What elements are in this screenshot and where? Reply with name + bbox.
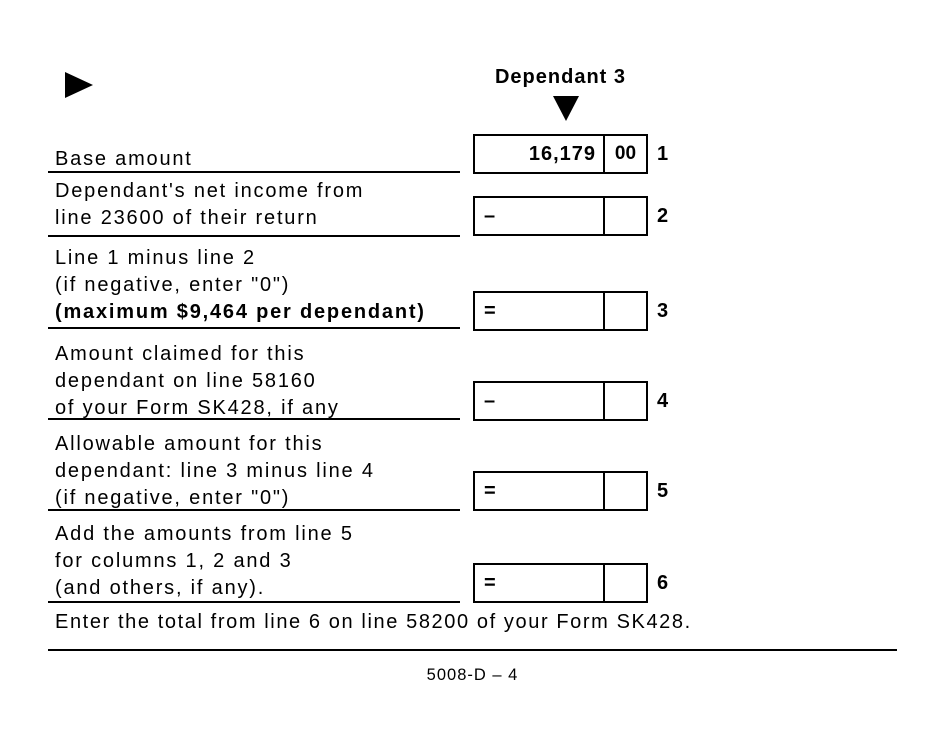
label-line: Amount claimed for this: [55, 343, 306, 365]
dollars-cell: 16,179: [475, 136, 605, 172]
label-line: (and others, if any).: [55, 577, 266, 599]
row-5-underline: [48, 509, 460, 511]
line-number-2: 2: [657, 204, 669, 227]
sign-symbol: =: [484, 571, 497, 594]
label-line: (if negative, enter "0"): [55, 274, 291, 296]
label-line: (if negative, enter "0"): [55, 487, 291, 509]
row-3-label: Line 1 minus line 2 (if negative, enter …: [55, 245, 426, 326]
total-instruction: Enter the total from line 6 on line 5820…: [55, 611, 692, 633]
label-line: Dependant's net income from: [55, 180, 365, 202]
dollars-cell[interactable]: =: [475, 293, 605, 329]
amount-box-1: 16,179 00: [473, 134, 648, 174]
amount-box-4: –: [473, 381, 648, 421]
sign-symbol: =: [484, 479, 497, 502]
label-line: dependant: line 3 minus line 4: [55, 460, 375, 482]
label-line: dependant on line 58160: [55, 370, 317, 392]
column-header-dependant-3: Dependant 3: [494, 66, 627, 88]
page-number: 5008-D – 4: [426, 666, 519, 684]
sign-symbol: –: [484, 389, 497, 412]
line-number-3: 3: [657, 299, 669, 322]
row-2-underline: [48, 235, 460, 237]
sign-symbol: –: [484, 204, 497, 227]
cents-cell[interactable]: [605, 293, 646, 329]
amount-box-5: =: [473, 471, 648, 511]
amount-box-6: =: [473, 563, 648, 603]
row-2-label: Dependant's net income from line 23600 o…: [55, 178, 364, 232]
label-line: Base amount: [55, 148, 193, 170]
row-4-underline: [48, 418, 460, 420]
cents-value: 00: [614, 143, 637, 164]
label-line: Line 1 minus line 2: [55, 247, 256, 269]
label-line: Add the amounts from line 5: [55, 523, 354, 545]
label-line: line 23600 of their return: [55, 207, 319, 229]
black-right-triangle-icon: [65, 72, 93, 98]
label-line-maximum: (maximum $9,464 per dependant): [55, 301, 426, 323]
dollars-cell[interactable]: =: [475, 473, 605, 509]
cents-cell: 00: [605, 136, 646, 172]
line-number-1: 1: [657, 142, 669, 165]
line-number-5: 5: [657, 479, 669, 502]
row-3-underline: [48, 327, 460, 329]
cents-cell[interactable]: [605, 383, 646, 419]
dollars-cell[interactable]: =: [475, 565, 605, 601]
label-line: Allowable amount for this: [55, 433, 324, 455]
line-number-4: 4: [657, 389, 669, 412]
label-line: of your Form SK428, if any: [55, 397, 340, 419]
amount-box-2: –: [473, 196, 648, 236]
footer-divider: [48, 649, 897, 651]
cents-cell[interactable]: [605, 198, 646, 234]
dollars-cell[interactable]: –: [475, 198, 605, 234]
amount-value: 16,179: [528, 142, 596, 165]
line-number-6: 6: [657, 571, 669, 594]
cents-cell[interactable]: [605, 473, 646, 509]
row-5-label: Allowable amount for this dependant: lin…: [55, 431, 375, 512]
amount-box-3: =: [473, 291, 648, 331]
row-1-underline: [48, 171, 460, 173]
sign-symbol: =: [484, 299, 497, 322]
row-6-underline: [48, 601, 460, 603]
row-4-label: Amount claimed for this dependant on lin…: [55, 341, 340, 422]
label-line: for columns 1, 2 and 3: [55, 550, 293, 572]
black-down-triangle-icon: [553, 96, 579, 121]
row-1-label: Base amount: [55, 146, 193, 173]
cents-cell[interactable]: [605, 565, 646, 601]
dollars-cell[interactable]: –: [475, 383, 605, 419]
row-6-label: Add the amounts from line 5 for columns …: [55, 521, 354, 602]
